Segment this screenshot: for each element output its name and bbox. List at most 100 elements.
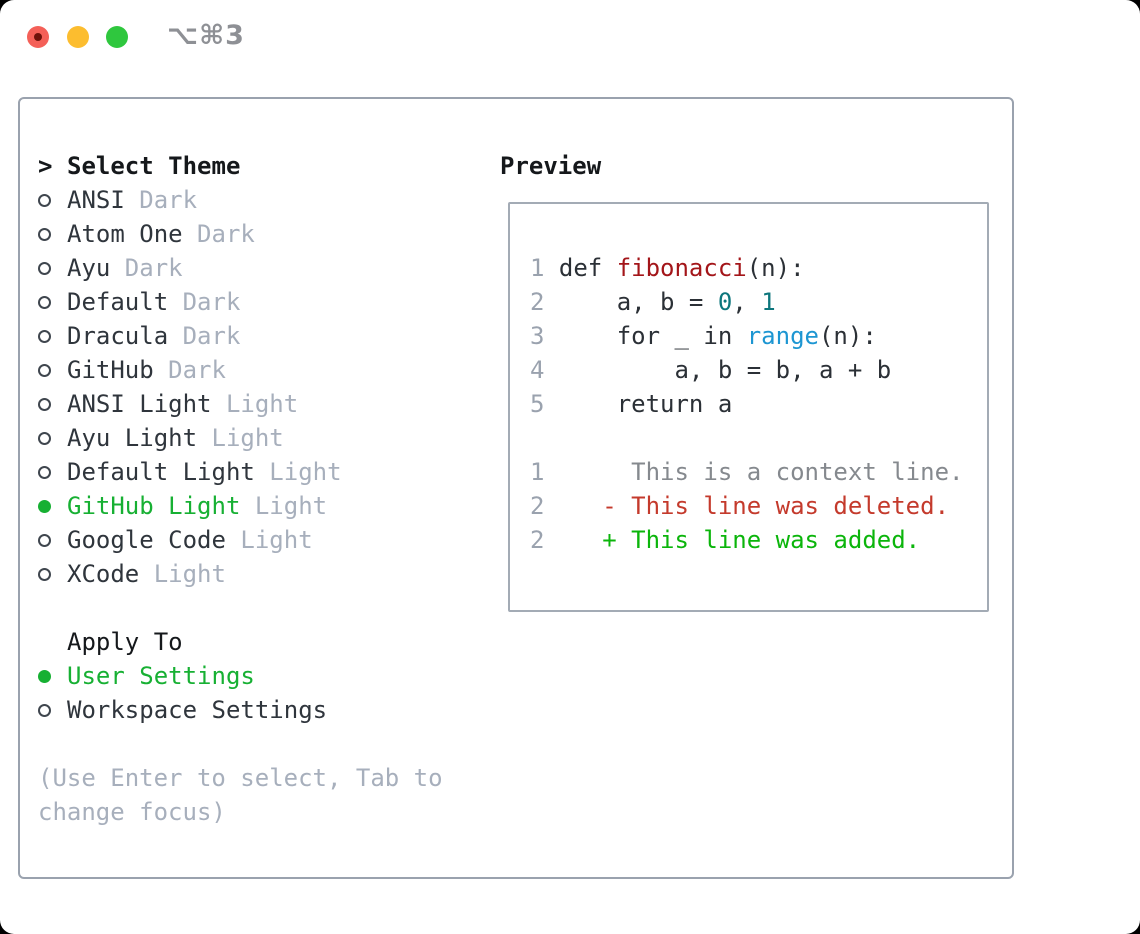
line-number: 4: [530, 356, 545, 384]
code-segment: - This line was deleted.: [558, 492, 950, 520]
option-variant: Dark: [110, 254, 183, 282]
option-variant: Light: [197, 424, 284, 452]
minimize-button[interactable]: [67, 26, 89, 48]
code-segment: + This line was added.: [558, 526, 921, 554]
apply-option-user-settings[interactable]: User Settings: [38, 659, 443, 693]
option-label: Dracula: [67, 322, 169, 350]
code-line: 2 + This line was added.: [530, 523, 963, 557]
option-variant: Light: [240, 492, 328, 520]
code-preview: 1 def fibonacci (n): 2 a, b = 0, 1 3 for _ i…: [530, 251, 963, 557]
radio-unselected-icon: [38, 567, 67, 581]
code-line: 5 return a: [530, 387, 963, 421]
radio-icon: [38, 397, 51, 411]
code-segment: (n):: [818, 322, 877, 350]
spacer: [38, 591, 443, 625]
option-variant: Dark: [182, 220, 255, 248]
theme-option-ayu-light[interactable]: Ayu Light Light: [38, 421, 443, 455]
radio-unselected-icon: [38, 227, 67, 241]
option-variant: Light: [139, 560, 226, 588]
radio-unselected-icon: [38, 465, 67, 479]
theme-option-default[interactable]: Default Dark: [38, 285, 443, 319]
theme-option-github-light[interactable]: GitHub Light Light: [38, 489, 443, 523]
radio-unselected-icon: [38, 703, 67, 717]
radio-icon: [38, 533, 51, 547]
line-number: 1: [530, 458, 545, 486]
theme-option-ansi[interactable]: ANSI Dark: [38, 183, 443, 217]
code-line: 2 a, b = 0, 1: [530, 285, 963, 319]
code-segment: This is a context line.: [558, 458, 964, 486]
theme-option-dracula[interactable]: Dracula Dark: [38, 319, 443, 353]
radio-icon: [38, 465, 51, 479]
window-title: ⌥⌘3: [167, 20, 245, 51]
theme-option-ayu[interactable]: Ayu Dark: [38, 251, 443, 285]
line-number: 3: [530, 322, 545, 350]
radio-unselected-icon: [38, 431, 67, 445]
maximize-button[interactable]: [106, 26, 128, 48]
radio-icon: [38, 499, 51, 513]
select-theme-header: > Select Theme: [38, 149, 443, 183]
option-variant: Light: [225, 526, 313, 554]
radio-icon: [38, 295, 51, 309]
option-label: Workspace Settings: [67, 696, 328, 724]
radio-unselected-icon: [38, 193, 67, 207]
radio-icon: [38, 669, 51, 683]
radio-icon: [38, 193, 51, 207]
theme-option-google-code[interactable]: Google Code Light: [38, 523, 443, 557]
hint-text: (Use Enter to select, Tab to: [38, 764, 443, 792]
hint-text: change focus): [38, 798, 226, 826]
radio-unselected-icon: [38, 261, 67, 275]
code-line: [530, 421, 963, 455]
radio-unselected-icon: [38, 363, 67, 377]
option-variant: Dark: [168, 288, 241, 316]
line-number: 2: [530, 492, 545, 520]
code-segment: 1: [761, 288, 776, 316]
option-label: Default Light: [67, 458, 255, 486]
option-variant: Light: [254, 458, 342, 486]
apply-option-workspace-settings[interactable]: Workspace Settings: [38, 693, 443, 727]
code-segment: 0: [717, 288, 733, 316]
radio-unselected-icon: [38, 533, 67, 547]
theme-option-atom-one[interactable]: Atom One Dark: [38, 217, 443, 251]
keyboard-hint: (Use Enter to select, Tab to change focus…: [38, 761, 443, 829]
radio-icon: [38, 329, 51, 343]
line-number: 2: [530, 526, 545, 554]
select-theme-title: Select Theme: [67, 152, 241, 180]
preview-title: Preview: [500, 152, 602, 180]
option-label: Default: [67, 288, 169, 316]
code-segment: range: [746, 322, 819, 350]
code-line: 2 - This line was deleted.: [530, 489, 963, 523]
code-segment: ,: [732, 288, 762, 316]
code-segment: a, b =: [558, 288, 718, 316]
option-variant: Dark: [153, 356, 226, 384]
option-variant: Dark: [124, 186, 198, 214]
code-segment: for _ in: [558, 322, 747, 350]
option-label: Ayu Light: [67, 424, 198, 452]
option-label: XCode: [67, 560, 140, 588]
line-number: 1: [530, 254, 545, 282]
code-segment: def: [558, 254, 617, 282]
option-variant: Light: [211, 390, 299, 418]
code-segment: fibonacci: [616, 254, 747, 282]
radio-icon: [38, 567, 51, 581]
theme-option-ansi-light[interactable]: ANSI Light Light: [38, 387, 443, 421]
close-icon: [34, 33, 42, 41]
theme-option-github[interactable]: GitHub Dark: [38, 353, 443, 387]
theme-option-xcode[interactable]: XCode Light: [38, 557, 443, 591]
close-button[interactable]: [27, 26, 49, 48]
radio-icon: [38, 431, 51, 445]
option-label: User Settings: [67, 662, 255, 690]
prompt-icon: >: [38, 152, 53, 180]
radio-icon: [38, 227, 51, 241]
option-label: ANSI: [67, 186, 125, 214]
theme-option-default-light[interactable]: Default Light Light: [38, 455, 443, 489]
radio-unselected-icon: [38, 295, 67, 309]
radio-selected-icon: [38, 499, 67, 513]
option-label: Ayu: [67, 254, 111, 282]
radio-unselected-icon: [38, 397, 67, 411]
radio-icon: [38, 703, 51, 717]
